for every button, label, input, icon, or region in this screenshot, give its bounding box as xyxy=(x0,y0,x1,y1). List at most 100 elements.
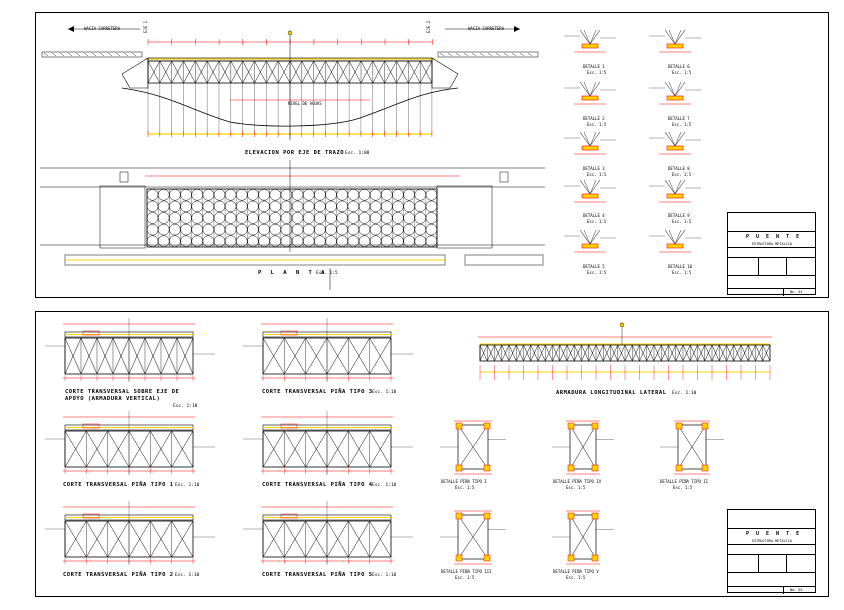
detail-scale: Esc. 1:5 xyxy=(587,172,607,177)
truss-diagonal xyxy=(639,344,647,362)
truss-diagonal xyxy=(704,344,713,362)
plan-lattice-ring xyxy=(157,212,170,224)
detail-scale: Esc. 1:5 xyxy=(672,219,692,224)
plan-lattice-ring xyxy=(392,189,404,201)
road-hatch xyxy=(455,52,461,57)
pina-detail-scale: Esc. 1:5 xyxy=(673,485,693,490)
pina-detail-views xyxy=(440,420,724,565)
detail-member xyxy=(583,29,591,45)
truss-diagonal xyxy=(690,344,698,362)
detail-scale: Esc. 1:5 xyxy=(672,172,692,177)
plan-lattice-ring xyxy=(347,212,360,224)
plan-lattice-ring xyxy=(336,212,348,224)
truss-diagonal xyxy=(262,520,285,558)
detail-column-views xyxy=(564,29,701,253)
truss-diagonal xyxy=(675,344,684,362)
section-scale: Esc. 1:10 xyxy=(173,404,198,409)
detail-drawing xyxy=(564,81,616,105)
plan-lattice-ring xyxy=(146,200,159,213)
truss-diagonal xyxy=(128,430,151,468)
section-truss xyxy=(64,337,194,375)
detail-member xyxy=(664,229,676,245)
right-axis-tag: EJE 2 xyxy=(426,20,431,33)
section-tipo-4 xyxy=(243,411,413,475)
road-hatch xyxy=(75,52,81,57)
plan-abutment-right xyxy=(436,185,493,249)
plan-lattice-ring xyxy=(369,189,382,201)
detail-member xyxy=(579,29,591,45)
plan-lattice-ring xyxy=(191,200,203,213)
truss-diagonal xyxy=(369,430,392,468)
truss-diagonal xyxy=(748,344,756,362)
detail-member xyxy=(589,229,597,245)
detail-plate xyxy=(666,193,684,199)
approach-road-left xyxy=(41,51,143,58)
road-hatch xyxy=(43,52,49,57)
section-tipo-5 xyxy=(243,501,413,565)
truss-diagonal xyxy=(160,337,178,375)
truss-diagonal xyxy=(150,430,172,468)
detail-drawing xyxy=(649,131,701,155)
pina-node xyxy=(483,554,491,562)
truss-diagonal xyxy=(617,344,626,362)
truss-diagonal xyxy=(144,337,162,375)
truss-diagonal xyxy=(369,337,392,375)
truss-diagonal xyxy=(479,344,488,362)
truss-diagonal xyxy=(289,60,303,84)
plan-lattice-ring xyxy=(258,212,270,224)
section-caption: CORTE TRANSVERSAL SOBRE EJE DE APOYO (AR… xyxy=(65,389,180,402)
road-hatch xyxy=(131,52,137,57)
plan-lattice-ring xyxy=(169,212,181,224)
detail-member xyxy=(589,29,597,45)
road-hatch xyxy=(527,52,533,57)
detail-drawing xyxy=(649,229,701,253)
plan-lattice-ring xyxy=(414,189,427,201)
truss-diagonal xyxy=(183,60,196,84)
detail-scale: Esc. 1:5 xyxy=(672,122,692,127)
plan-lattice-ring xyxy=(236,200,248,213)
section-scale: Esc. 1:10 xyxy=(175,483,200,488)
pina-node xyxy=(455,422,463,430)
pina-detail-scale: Esc. 1:5 xyxy=(566,575,586,580)
truss-diagonal xyxy=(348,337,370,375)
plan-lattice-ring xyxy=(247,212,259,224)
detail-member xyxy=(664,179,676,195)
detail-member xyxy=(674,81,682,97)
truss-diagonal xyxy=(96,337,114,375)
detail-title: DETALLE 6 xyxy=(668,64,690,69)
plan-scale: Esc. 1:5 xyxy=(316,271,338,276)
detail-drawing xyxy=(564,179,616,203)
detail-member xyxy=(664,29,676,45)
truss-diagonal xyxy=(419,60,433,84)
truss-diagonal xyxy=(711,344,720,362)
detail-member xyxy=(664,81,676,97)
pina-node xyxy=(675,422,683,430)
truss-diagonal xyxy=(726,344,734,362)
truss-diagonal xyxy=(176,337,194,375)
detail-member xyxy=(579,179,591,195)
detail-member xyxy=(579,229,591,245)
section-scale: Esc. 1:10 xyxy=(175,573,200,578)
detail-title: DETALLE 8 xyxy=(668,166,690,171)
detail-member xyxy=(674,81,686,97)
truss-diagonal xyxy=(559,344,568,362)
longitudinal-caption: ARMADURA LONGITUDINAL LATERAL xyxy=(556,390,667,396)
truss-diagonal xyxy=(80,337,98,375)
title-block-sheet-number: No. 02 xyxy=(790,588,803,592)
road-hatch xyxy=(439,52,445,57)
plan-lattice-ring xyxy=(325,223,337,236)
plan-lattice-ring xyxy=(280,200,293,213)
truss-diagonal xyxy=(552,344,560,362)
truss-diagonal xyxy=(369,520,392,558)
section-tipo-3 xyxy=(243,318,413,382)
truss-diagonal xyxy=(301,60,314,84)
pina-detail-title: DETALLE PIÑA TIPO V xyxy=(553,569,599,574)
truss-diagonal xyxy=(305,520,328,558)
section-caption: CORTE TRANSVERSAL PIÑA TIPO 4 xyxy=(262,482,373,488)
detail-member xyxy=(674,131,686,147)
plan-lattice-ring xyxy=(169,189,181,201)
pina-node xyxy=(591,464,599,472)
truss-diagonal xyxy=(64,520,87,558)
plan-lattice-ring xyxy=(302,189,315,201)
title-block-lower: P U E N T E ESTRUCTURA METALICA No. 02 xyxy=(727,509,816,594)
